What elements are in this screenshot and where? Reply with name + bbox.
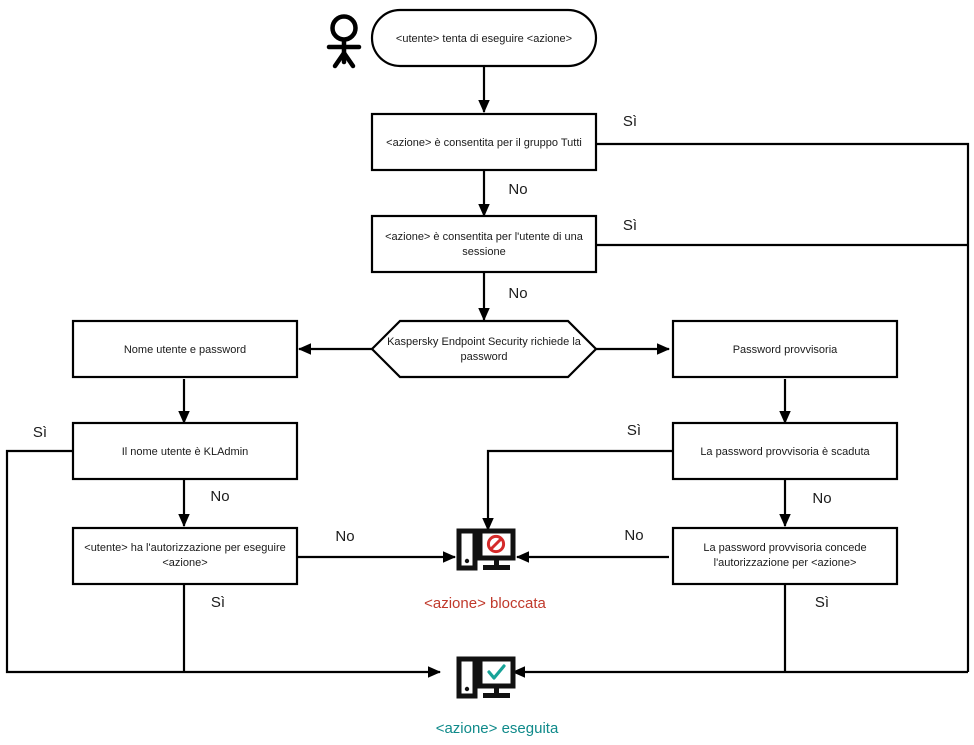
result-executed-label: <azione> eseguita — [436, 720, 559, 737]
edge-label-kladmin-yes: Sì — [33, 424, 47, 441]
edge-label-session-no: No — [508, 285, 527, 302]
node-temp-password-grants: La password provvisoria concede l'autori… — [671, 526, 899, 586]
person-icon — [326, 14, 362, 69]
edge-label-session-yes: Sì — [623, 217, 637, 234]
node-username-password: Nome utente e password — [71, 319, 299, 379]
edge-label-expired-yes: Sì — [627, 422, 641, 439]
edge-label-grants-yes: Sì — [815, 594, 829, 611]
node-allowed-group-label: <azione> è consentita per il gruppo Tutt… — [386, 137, 582, 149]
edge-label-group-no: No — [508, 181, 527, 198]
edge-label-group-yes: Sì — [623, 113, 637, 130]
node-allowed-session-user-label-line1: <azione> è consentita per l'utente di un… — [385, 231, 584, 243]
edge-label-expired-no: No — [812, 490, 831, 507]
node-is-kladmin-label: Il nome utente è KLAdmin — [122, 446, 249, 458]
node-user-has-permission-label-line1: <utente> ha l'autorizzazione per eseguir… — [84, 542, 285, 554]
node-user-has-permission-label-line2: <azione> — [162, 557, 207, 569]
edge-expired-yes — [482, 449, 673, 532]
monitor-check-icon — [456, 656, 516, 699]
node-is-kladmin: Il nome utente è KLAdmin — [71, 421, 299, 481]
edge-label-grants-no: No — [624, 527, 643, 544]
node-temporary-password: Password provvisoria — [671, 319, 899, 379]
node-kes-requires-password-label-line2: password — [460, 351, 507, 363]
edge-label-kladmin-no: No — [210, 488, 229, 505]
node-temporary-password-label: Password provvisoria — [733, 344, 838, 356]
node-username-password-label: Nome utente e password — [124, 344, 246, 356]
node-start-label: <utente> tenta di eseguire <azione> — [396, 33, 572, 45]
node-kes-requires-password: Kaspersky Endpoint Security richiede la … — [370, 319, 598, 379]
node-allowed-session-user-label-line2: sessione — [462, 246, 505, 258]
node-start: <utente> tenta di eseguire <azione> — [370, 8, 598, 68]
node-allowed-group: <azione> è consentita per il gruppo Tutt… — [370, 112, 598, 172]
node-user-has-permission: <utente> ha l'autorizzazione per eseguir… — [71, 526, 299, 586]
node-allowed-session-user: <azione> è consentita per l'utente di un… — [370, 214, 598, 274]
node-temp-password-expired: La password provvisoria è scaduta — [671, 421, 899, 481]
edge-label-permission-yes: Sì — [211, 594, 225, 611]
edge-label-permission-no: No — [335, 528, 354, 545]
node-temp-password-grants-label-line2: l'autorizzazione per <azione> — [714, 557, 857, 569]
edge-kladmin-yes — [5, 449, 442, 678]
monitor-blocked-icon — [456, 528, 516, 571]
node-kes-requires-password-label-line1: Kaspersky Endpoint Security richiede la — [387, 336, 582, 348]
edge-group-yes — [596, 142, 970, 672]
node-temp-password-expired-label: La password provvisoria è scaduta — [700, 446, 870, 458]
node-temp-password-grants-label-line1: La password provvisoria concede — [703, 542, 866, 554]
result-blocked-label: <azione> bloccata — [424, 595, 546, 612]
